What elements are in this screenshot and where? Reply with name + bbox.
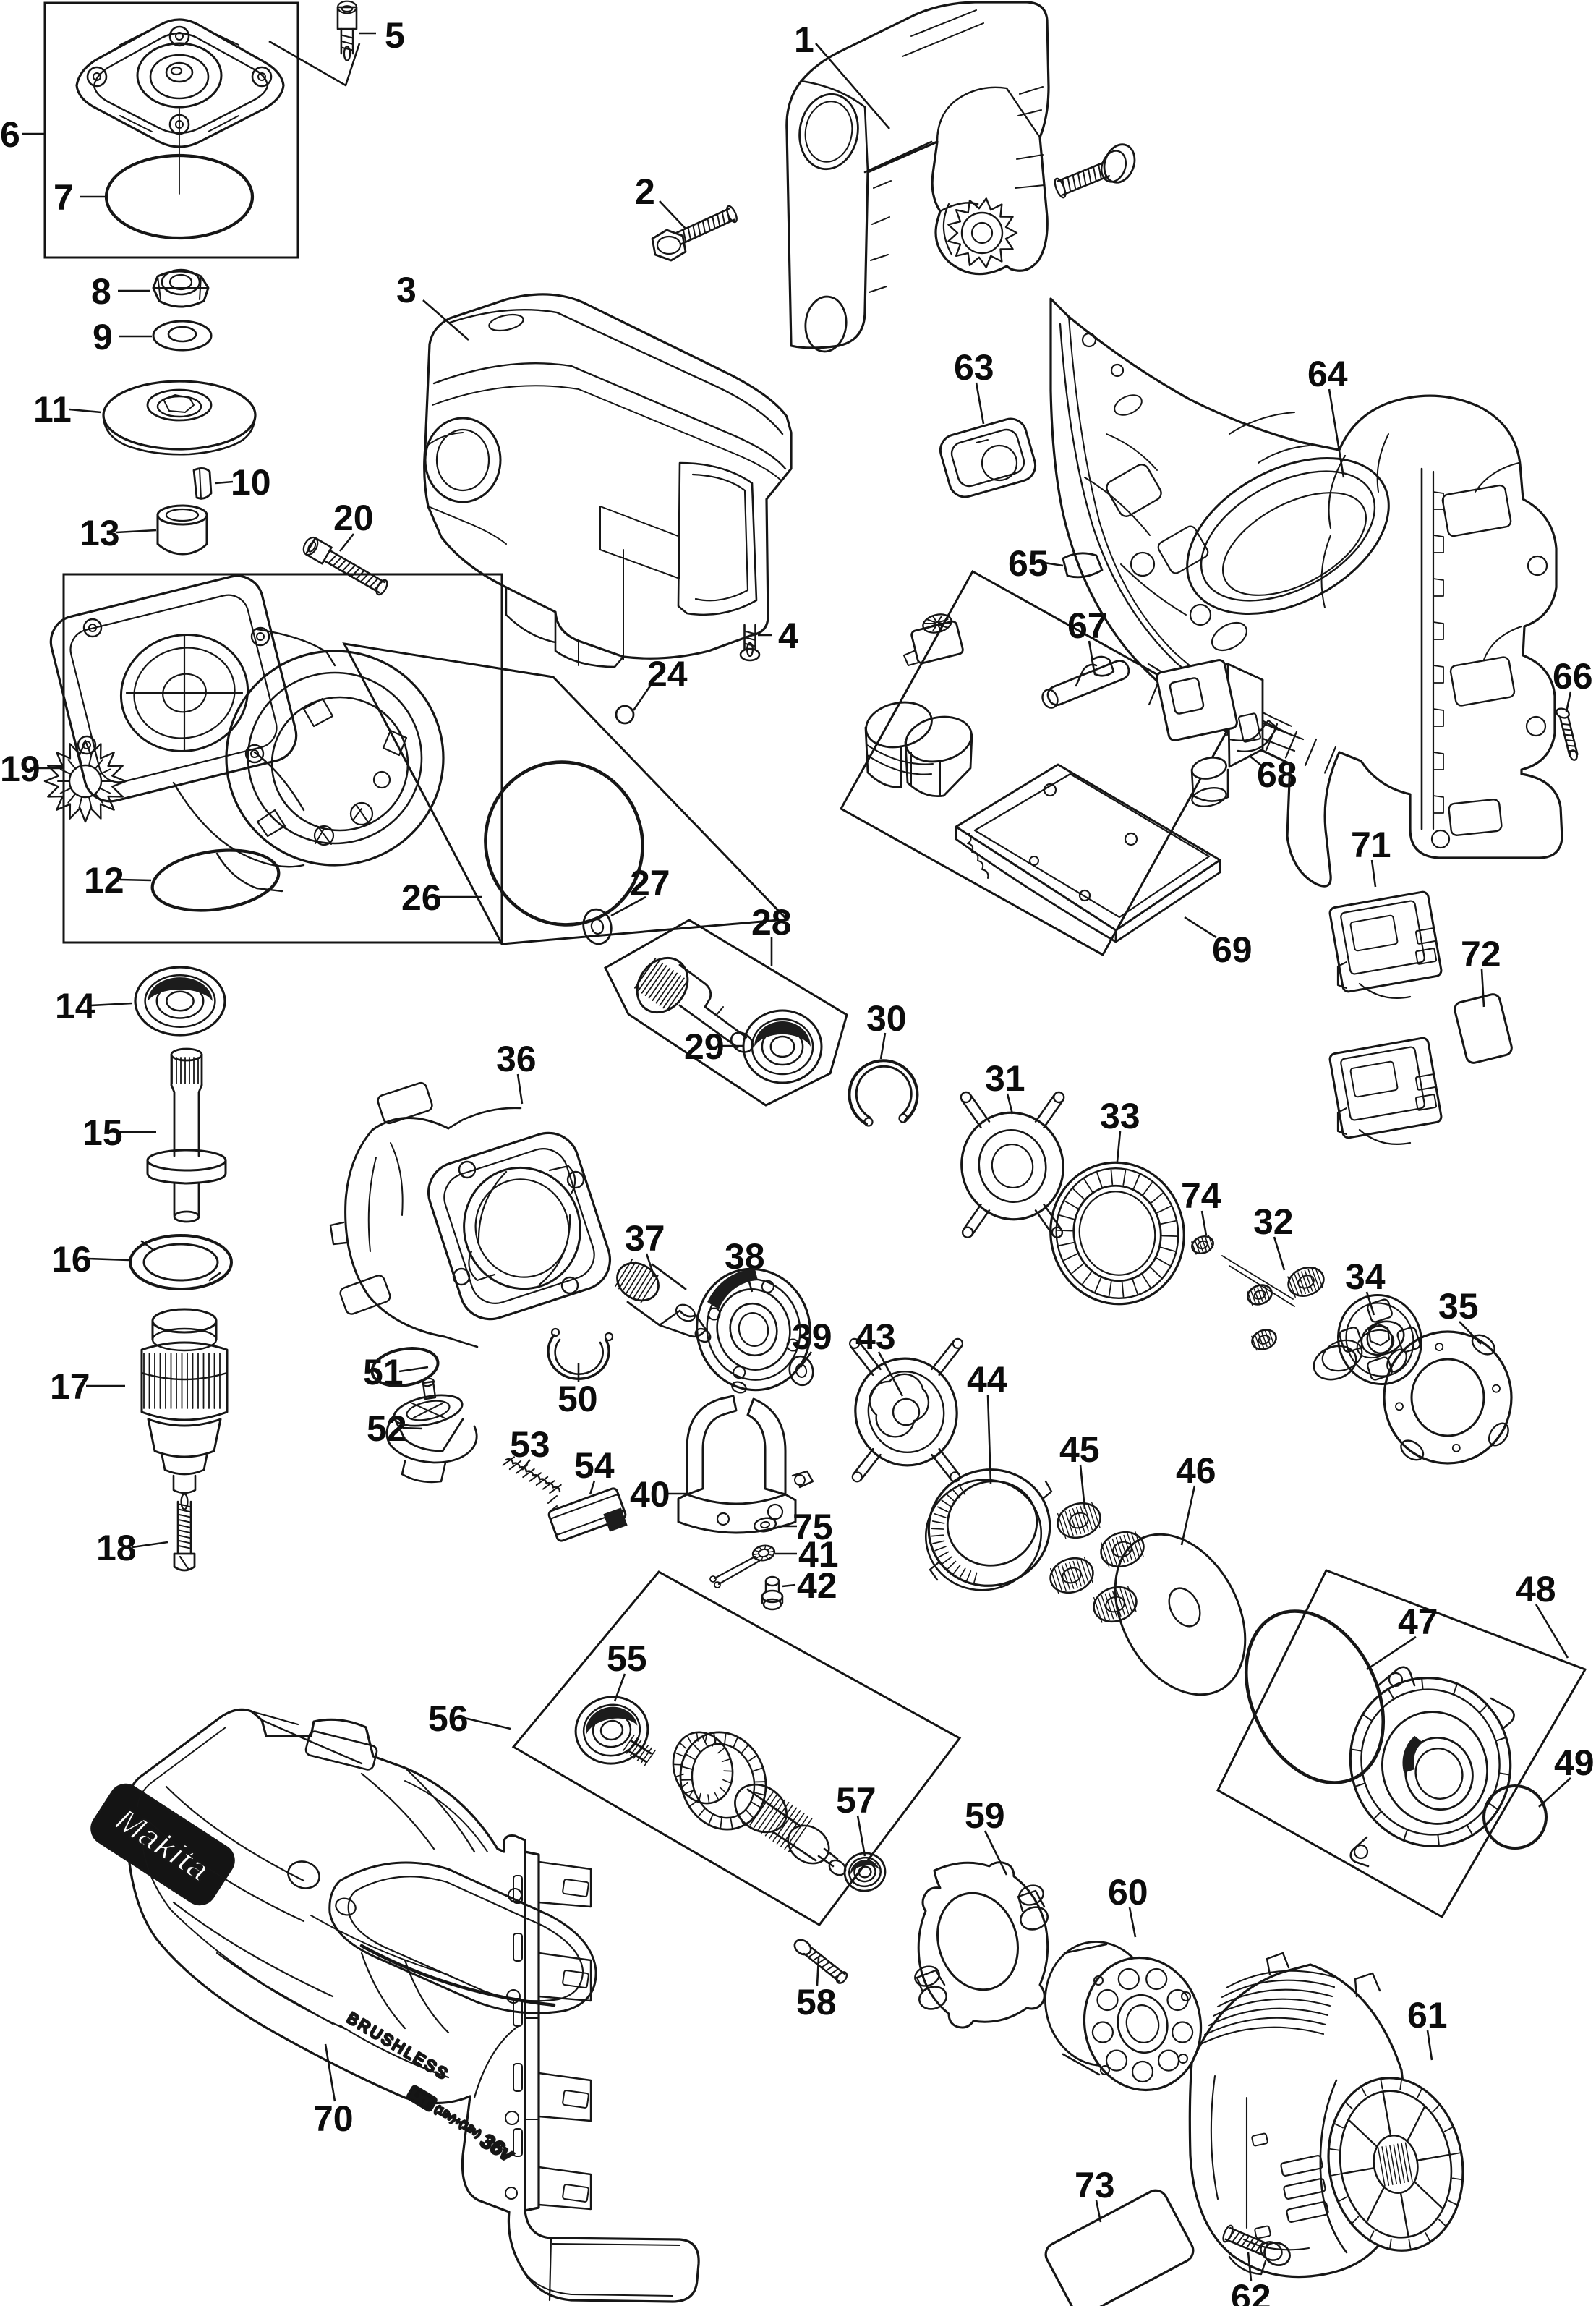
svg-text:73: 73	[1075, 2165, 1115, 2205]
svg-text:61: 61	[1407, 1995, 1448, 2035]
svg-text:11: 11	[33, 389, 72, 430]
svg-text:69: 69	[1212, 929, 1253, 970]
svg-text:17: 17	[50, 1366, 90, 1407]
svg-text:28: 28	[751, 902, 792, 943]
svg-text:44: 44	[967, 1359, 1007, 1400]
svg-text:50: 50	[558, 1379, 598, 1419]
svg-text:47: 47	[1398, 1601, 1438, 1642]
svg-text:72: 72	[1461, 934, 1501, 974]
svg-text:16: 16	[51, 1239, 92, 1280]
svg-text:31: 31	[985, 1058, 1025, 1099]
svg-text:32: 32	[1253, 1201, 1294, 1242]
svg-text:18: 18	[96, 1528, 137, 1568]
svg-text:6: 6	[0, 114, 20, 155]
svg-text:49: 49	[1554, 1743, 1595, 1783]
svg-text:42: 42	[797, 1565, 837, 1606]
svg-text:48: 48	[1516, 1569, 1556, 1609]
svg-text:62: 62	[1231, 2277, 1271, 2306]
svg-text:55: 55	[607, 1638, 647, 1679]
svg-text:35: 35	[1438, 1286, 1479, 1327]
svg-text:5: 5	[385, 15, 405, 56]
svg-text:20: 20	[333, 498, 374, 538]
svg-text:30: 30	[866, 998, 907, 1039]
svg-text:59: 59	[965, 1795, 1005, 1836]
svg-text:33: 33	[1100, 1096, 1140, 1136]
svg-text:9: 9	[93, 317, 113, 357]
svg-text:53: 53	[510, 1424, 550, 1465]
svg-text:13: 13	[80, 513, 120, 553]
svg-text:19: 19	[0, 749, 40, 789]
svg-text:24: 24	[647, 654, 688, 694]
svg-text:8: 8	[91, 271, 111, 312]
svg-text:70: 70	[313, 2098, 354, 2139]
svg-text:71: 71	[1351, 825, 1391, 865]
svg-text:7: 7	[54, 177, 74, 218]
svg-text:56: 56	[428, 1698, 469, 1739]
svg-text:43: 43	[855, 1316, 896, 1357]
svg-text:2: 2	[635, 171, 655, 212]
svg-text:4: 4	[778, 616, 798, 656]
svg-text:40: 40	[630, 1474, 670, 1515]
svg-text:64: 64	[1307, 354, 1348, 394]
svg-text:74: 74	[1181, 1175, 1221, 1216]
svg-text:10: 10	[231, 462, 271, 503]
svg-text:12: 12	[84, 860, 124, 901]
svg-text:68: 68	[1257, 754, 1297, 795]
svg-text:15: 15	[82, 1112, 123, 1153]
svg-text:75: 75	[793, 1507, 833, 1547]
svg-text:46: 46	[1176, 1450, 1216, 1491]
svg-text:57: 57	[836, 1780, 876, 1821]
svg-text:65: 65	[1008, 543, 1049, 584]
svg-text:37: 37	[625, 1218, 665, 1259]
svg-text:1: 1	[794, 20, 814, 60]
svg-text:27: 27	[630, 863, 670, 903]
svg-text:54: 54	[574, 1445, 615, 1486]
svg-text:45: 45	[1059, 1429, 1100, 1470]
svg-text:66: 66	[1553, 656, 1593, 697]
svg-text:58: 58	[796, 1982, 837, 2022]
svg-text:41: 41	[798, 1534, 839, 1575]
svg-text:60: 60	[1108, 1872, 1148, 1913]
svg-text:36: 36	[496, 1039, 537, 1079]
svg-text:39: 39	[792, 1316, 832, 1357]
svg-text:34: 34	[1345, 1256, 1386, 1297]
svg-text:26: 26	[401, 877, 442, 918]
svg-text:14: 14	[55, 986, 95, 1026]
svg-text:3: 3	[396, 270, 417, 310]
svg-text:63: 63	[954, 347, 994, 388]
